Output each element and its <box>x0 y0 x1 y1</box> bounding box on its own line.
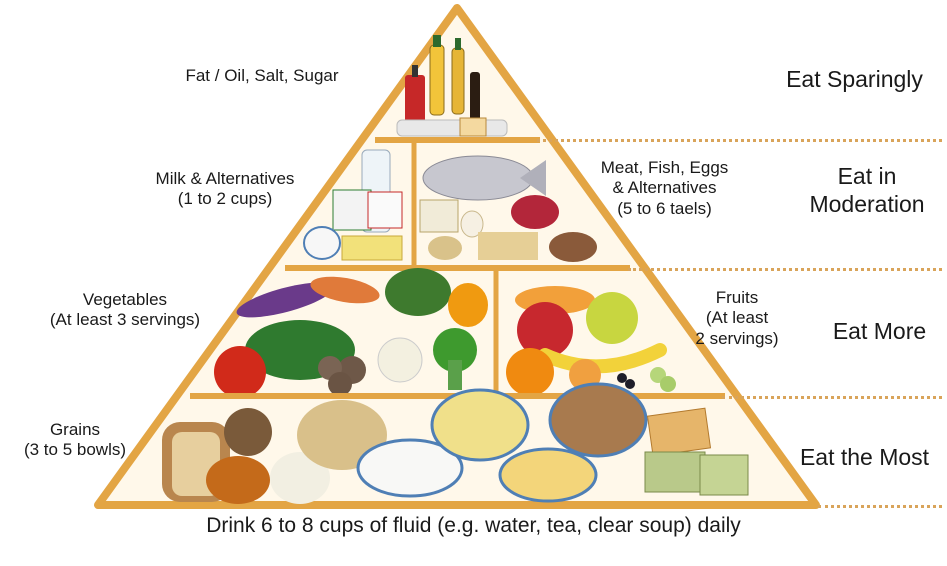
dotted-divider-3 <box>722 396 942 399</box>
pyramid-frame <box>94 4 820 509</box>
tier-milk-food <box>303 149 403 261</box>
tier-sparingly-food <box>396 35 508 137</box>
label-fat-oil-salt-sugar: Fat / Oil, Salt, Sugar <box>185 66 339 85</box>
label-milk-alternatives: Milk & Alternatives (1 to 2 cups) <box>155 169 295 209</box>
dotted-divider-2 <box>628 268 942 271</box>
label-eat-more: Eat More <box>832 318 927 344</box>
tier-meat-food <box>419 155 597 262</box>
dotted-divider-1 <box>537 139 942 142</box>
label-eat-the-most: Eat the Most <box>799 444 930 470</box>
fluid-intake-note: Drink 6 to 8 cups of fluid (e.g. water, … <box>206 514 741 537</box>
label-meat-fish-eggs: Meat, Fish, Eggs & Alternatives (5 to 6 … <box>600 158 729 218</box>
label-eat-sparingly: Eat Sparingly <box>786 66 923 92</box>
label-fruits: Fruits (At least 2 servings) <box>695 288 779 348</box>
tier-grains-food <box>162 382 749 504</box>
label-vegetables: Vegetables (At least 3 servings) <box>49 290 201 330</box>
tier-vegetables-food <box>214 268 488 398</box>
dotted-divider-4 <box>818 505 942 508</box>
tier-fruits-food <box>506 286 676 396</box>
label-eat-in-moderation: Eat in Moderation <box>809 163 925 217</box>
label-grains: Grains (3 to 5 bowls) <box>23 420 127 460</box>
